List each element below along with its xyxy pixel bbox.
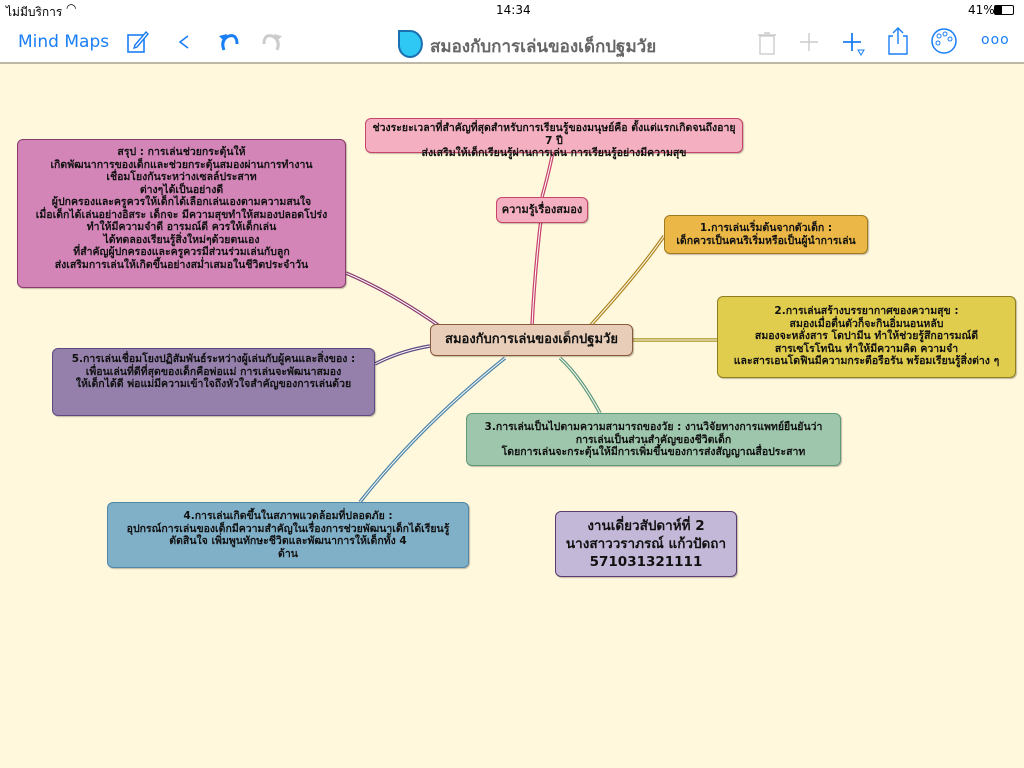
title-text: สมองกับการเล่นของเด็กปฐมวัย xyxy=(430,37,657,57)
document-title[interactable]: สมองกับการเล่นของเด็กปฐมวัย xyxy=(396,28,656,65)
link-point5 xyxy=(374,344,431,366)
toolbar: Mind Maps สมองกับการเล่นของเด็กปฐมวัย oo… xyxy=(0,20,1024,64)
more-icon[interactable]: ooo xyxy=(981,32,1010,48)
node-point1[interactable]: 1.การเล่นเริ่มต้นจากตัวเด็ก : เด็กควรเป็… xyxy=(664,215,868,254)
collapse-icon[interactable] xyxy=(176,30,192,54)
node-brain-knowledge[interactable]: ความรู้เรื่องสมอง xyxy=(496,197,588,223)
node-point2[interactable]: 2.การเล่นสร้างบรรยากาศของความสุข : สมองเ… xyxy=(717,296,1016,378)
node-point5[interactable]: 5.การเล่นเชื่อมโยงปฏิสัมพันธ์ระหว่างผู้เ… xyxy=(52,348,375,416)
node-point3[interactable]: 3.การเล่นเป็นไปตามความสามารถของวัย : งาน… xyxy=(466,413,841,466)
node-point4[interactable]: 4.การเล่นเกิดขึ้นในสภาพแวดล้อมที่ปลอดภัย… xyxy=(107,502,469,568)
redo-icon[interactable] xyxy=(260,30,284,54)
carrier-label: ไม่มีบริการ xyxy=(6,5,63,19)
mindmap-logo-icon xyxy=(396,28,424,65)
trash-icon[interactable] xyxy=(757,30,777,56)
clock: 14:34 xyxy=(496,3,531,17)
status-bar: ไม่มีบริการ ◠ 14:34 41% xyxy=(0,0,1024,20)
mindmap-canvas[interactable]: ช่วงระยะเวลาที่สำคัญที่สุดสำหรับการเรียน… xyxy=(0,66,1024,768)
link-point3 xyxy=(558,356,602,414)
add-child-icon[interactable] xyxy=(842,30,866,56)
share-icon[interactable] xyxy=(887,26,909,56)
battery-percent: 41% xyxy=(968,3,995,17)
node-summary[interactable]: สรุป : การเล่นช่วยกระตุ้นให้ เกิดพัฒนากา… xyxy=(17,139,346,288)
edit-icon[interactable] xyxy=(126,30,150,54)
mind-maps-back-button[interactable]: Mind Maps xyxy=(18,32,110,52)
link-point1 xyxy=(588,235,666,328)
palette-icon[interactable] xyxy=(930,27,958,55)
node-author[interactable]: งานเดี่ยวสัปดาห์ที่ 2 นางสาววราภรณ์ แก้ว… xyxy=(555,511,737,577)
add-sibling-icon[interactable] xyxy=(799,30,819,54)
undo-icon[interactable] xyxy=(217,30,241,54)
link-knowledge xyxy=(530,210,544,327)
wifi-icon: ◠ xyxy=(66,1,77,15)
battery-icon xyxy=(994,5,1014,15)
node-critical-period[interactable]: ช่วงระยะเวลาที่สำคัญที่สุดสำหรับการเรียน… xyxy=(365,118,743,159)
node-center[interactable]: สมองกับการเล่นของเด็กปฐมวัย xyxy=(430,324,633,356)
